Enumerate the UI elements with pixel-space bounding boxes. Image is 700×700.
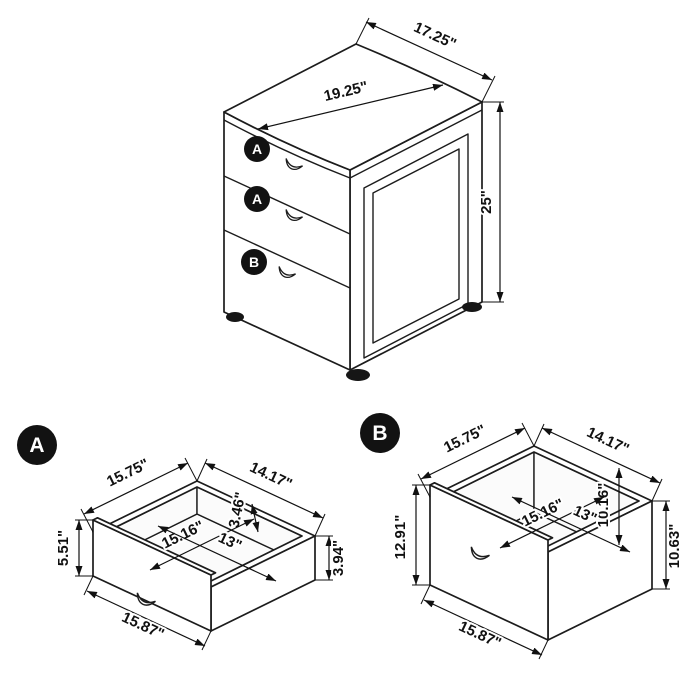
dimension-label: 25" — [478, 190, 495, 214]
extension-line — [420, 584, 431, 605]
extension-line — [201, 630, 212, 651]
dimension-label: 14.17" — [584, 424, 632, 458]
top-drawer-badge: A — [244, 136, 270, 162]
section-badge-a: A — [17, 425, 57, 465]
badge-circle — [360, 413, 400, 453]
dimension-line — [365, 21, 493, 81]
dimension-label: 10.16" — [595, 483, 612, 528]
drawer-separator-2 — [223, 229, 351, 289]
dimension-label: 5.51" — [55, 530, 72, 566]
dimension-label: 10.63" — [666, 524, 683, 569]
dimension-line — [423, 599, 543, 656]
cabinet-foot-right — [462, 302, 482, 312]
dimension-line — [204, 462, 324, 519]
extension-line — [481, 75, 496, 103]
dim-cabinet-height: 25" — [476, 101, 504, 303]
dimension-line — [541, 427, 661, 484]
dim-a-front-height: 5.51" — [53, 519, 93, 577]
dimension-line — [157, 525, 277, 582]
middle-drawer-badge: A — [244, 186, 270, 212]
badge-letter: B — [249, 254, 259, 270]
dim-a-side-height: 3.94" — [315, 535, 349, 581]
dimension-line — [511, 496, 631, 553]
extension-line — [533, 423, 545, 447]
dim-b-front-height: 12.91" — [390, 484, 430, 586]
extension-line — [521, 422, 535, 447]
dimension-line — [86, 590, 206, 647]
badge-circle — [244, 136, 270, 162]
drawer-a-view: A 15.75" 14.17" 3.46" 15.16" — [17, 425, 349, 651]
cabinet-side-panel-inner — [372, 148, 460, 344]
section-badge-b: B — [360, 413, 400, 453]
extension-line — [184, 457, 198, 482]
dimension-line — [420, 427, 526, 480]
cabinet-foot-front — [346, 369, 370, 381]
cabinet-foot-left — [226, 312, 244, 322]
cabinet-top-lip — [223, 109, 483, 179]
extension-line — [538, 639, 549, 660]
dimension-label: 15.75" — [104, 456, 152, 491]
cabinet-view: A A B 17.25" 19.25" 25" — [223, 17, 504, 381]
drawer-b-view: B 15.75" 14.17" 10.16" 15.16" — [360, 413, 685, 660]
bottom-drawer-badge: B — [241, 249, 267, 275]
badge-letter: A — [29, 434, 44, 457]
badge-letter: A — [252, 191, 262, 207]
extension-line — [651, 478, 663, 502]
dimension-label: 15.75" — [441, 422, 489, 457]
dimension-label: 17.25" — [411, 19, 459, 53]
badge-letter: A — [252, 141, 262, 157]
badge-circle — [241, 249, 267, 275]
dimension-line — [83, 462, 189, 515]
drawer-separator-1 — [223, 175, 351, 235]
badge-circle — [17, 425, 57, 465]
extension-line — [196, 458, 208, 482]
dimension-line — [257, 83, 444, 131]
extension-line — [314, 513, 326, 537]
dimension-label: 15.87" — [119, 609, 167, 643]
dimension-label: 15.87" — [456, 618, 504, 652]
dim-b-side-height: 10.63" — [652, 500, 685, 590]
dimension-label: 12.91" — [392, 515, 409, 560]
dimension-label: 3.94" — [330, 540, 347, 576]
dimension-label: 14.17" — [247, 459, 295, 493]
extension-line — [83, 575, 94, 596]
badge-letter: B — [372, 422, 387, 445]
badge-circle — [244, 186, 270, 212]
